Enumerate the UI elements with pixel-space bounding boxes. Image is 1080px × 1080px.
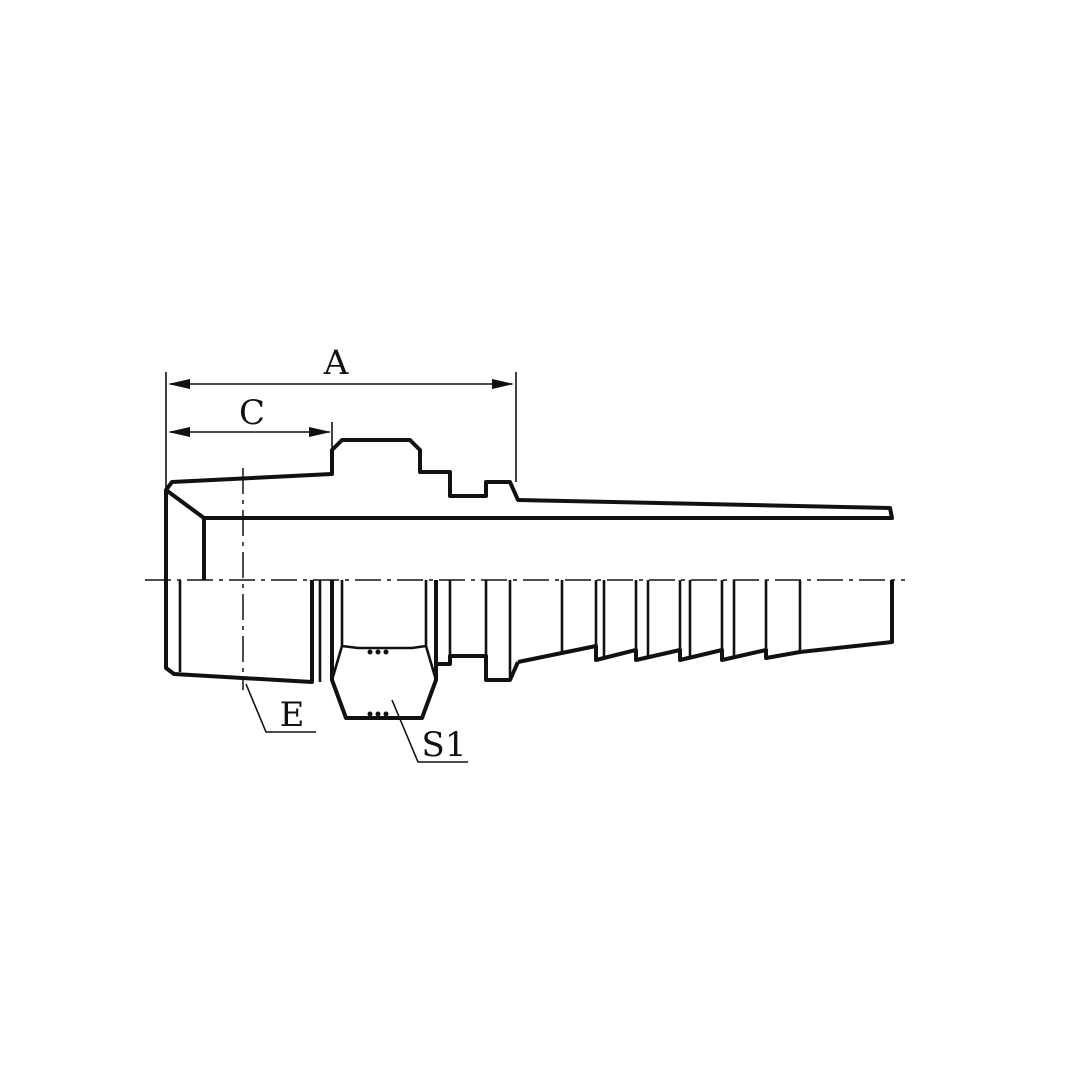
hex-face-line (341, 644, 427, 650)
label-s1: S1 (422, 725, 467, 765)
hex-mark (367, 649, 373, 655)
hex-chamfer-right (424, 645, 438, 681)
dimension-a: A (165, 343, 517, 488)
exterior-view (164, 580, 894, 720)
label-c: C (239, 393, 265, 433)
leader-s1 (391, 699, 468, 763)
hex-chamfer-left (330, 645, 344, 681)
hex-mark (383, 649, 389, 655)
hatched-wall (164, 438, 894, 520)
leader-e (245, 683, 316, 733)
thread-outline (164, 580, 314, 684)
section-view (164, 438, 894, 580)
hex-mark (375, 711, 381, 717)
callout-e: E (242, 468, 316, 735)
label-e: E (280, 695, 305, 735)
arrowhead (492, 379, 514, 389)
hex-mark (367, 711, 373, 717)
dimension-c: C (168, 393, 333, 472)
arrowhead (168, 379, 190, 389)
hex-mark (383, 711, 389, 717)
arrowhead (309, 427, 331, 437)
barbed-tail-outline (517, 580, 894, 664)
hex-mark (375, 649, 381, 655)
arrowhead (168, 427, 190, 437)
label-a: A (323, 343, 349, 383)
callout-s1: S1 (391, 699, 468, 765)
collar-outline (434, 580, 520, 682)
